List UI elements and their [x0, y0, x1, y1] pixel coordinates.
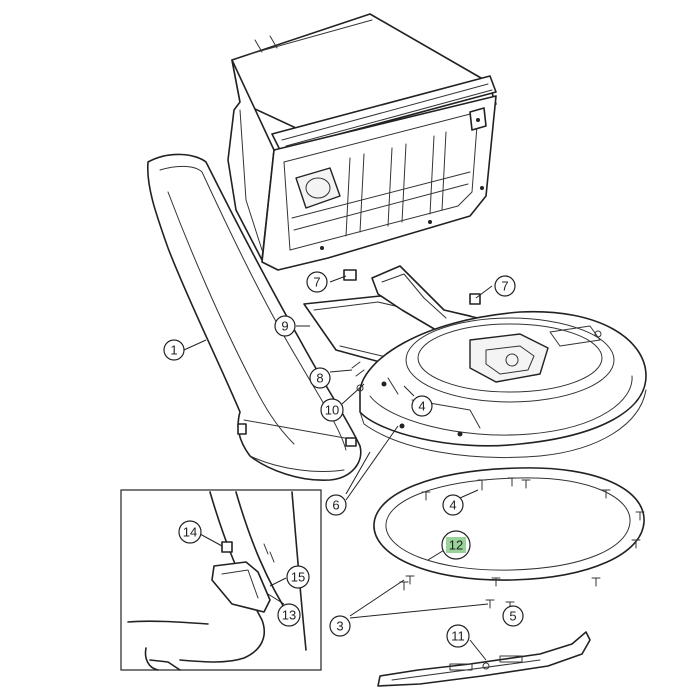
- callout-4-upper: 4: [411, 395, 433, 417]
- callout-5: 5: [502, 605, 524, 627]
- svg-text:4: 4: [418, 399, 425, 414]
- callout-4-lower: 4: [442, 494, 464, 516]
- deck-ring: [373, 467, 645, 581]
- svg-text:11: 11: [451, 629, 465, 644]
- svg-text:13: 13: [282, 608, 296, 623]
- svg-text:15: 15: [291, 570, 305, 585]
- callout-15: 15: [286, 565, 310, 589]
- svg-text:8: 8: [316, 371, 323, 386]
- callout-9: 9: [274, 315, 296, 337]
- callout-12-highlighted: 12: [441, 530, 471, 560]
- svg-text:12: 12: [449, 538, 463, 553]
- svg-text:10: 10: [325, 403, 339, 418]
- mower-blade: [377, 631, 591, 687]
- svg-text:7: 7: [313, 275, 320, 290]
- callout-8: 8: [309, 367, 331, 389]
- callout-1: 1: [163, 339, 185, 361]
- leader-lines: [183, 275, 511, 661]
- callout-13: 13: [277, 603, 301, 627]
- bolts: [399, 477, 645, 611]
- callout-11: 11: [446, 624, 470, 648]
- hardware-screws: [343, 269, 481, 395]
- svg-text:5: 5: [509, 609, 516, 624]
- mower-deck: [359, 310, 647, 458]
- svg-text:1: 1: [170, 343, 177, 358]
- svg-text:4: 4: [449, 498, 456, 513]
- callout-10: 10: [320, 398, 344, 422]
- callout-3: 3: [329, 615, 351, 637]
- callout-6: 6: [325, 494, 347, 516]
- grass-catcher-bag: [227, 13, 497, 271]
- svg-text:14: 14: [183, 525, 197, 540]
- svg-text:6: 6: [332, 498, 339, 513]
- callout-7-right: 7: [494, 275, 516, 297]
- callout-14: 14: [178, 520, 202, 544]
- svg-text:7: 7: [501, 279, 508, 294]
- svg-text:3: 3: [336, 619, 343, 634]
- callout-7-left: 7: [306, 271, 328, 293]
- svg-text:9: 9: [281, 319, 288, 334]
